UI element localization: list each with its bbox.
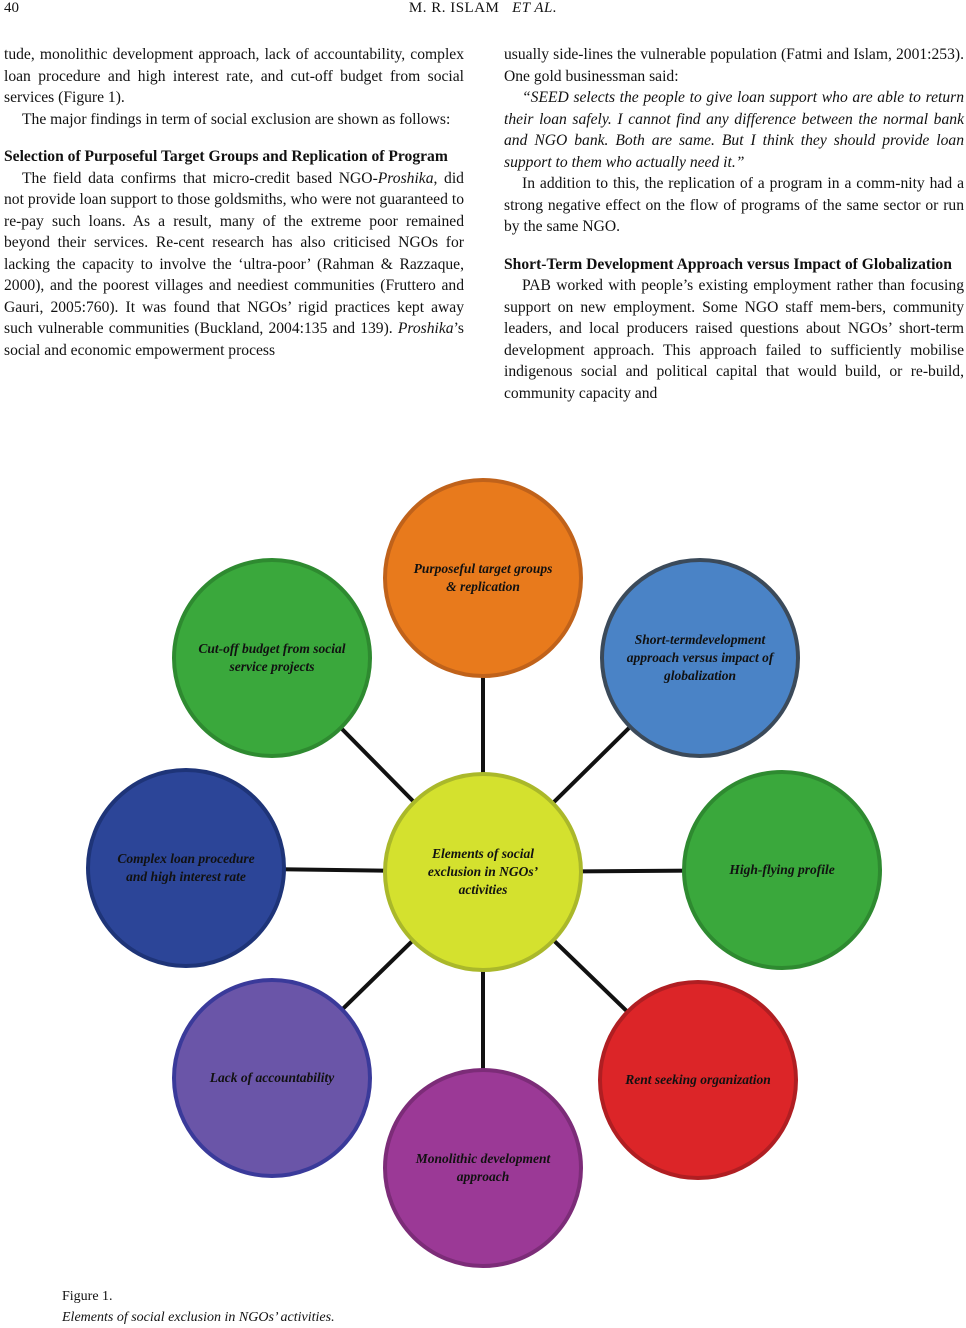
running-head-author: M. R. ISLAM — [408, 0, 500, 16]
running-head: M. R. ISLAM ET AL. — [0, 0, 966, 17]
left-paragraph-2: The major findings in term of social exc… — [22, 110, 451, 128]
running-head-etal: ET AL. — [512, 0, 558, 16]
right-paragraph-2: In addition to this, the replication of … — [504, 175, 964, 235]
section-heading-target-groups: Selection of Purposeful Target Groups an… — [4, 148, 448, 165]
node-center-label: Elements of social exclusion in NGOs’ ac… — [427, 846, 539, 897]
node-center: Elements of social exclusion in NGOs’ ac… — [383, 772, 583, 972]
figure-label: Figure 1. — [62, 1289, 113, 1304]
node-left: Complex loan procedure and high interest… — [86, 768, 286, 968]
left-column: tude, monolithic development approach, l… — [4, 44, 464, 361]
page-number: 40 — [4, 0, 19, 16]
figure-caption: Figure 1. Elements of social exclusion i… — [62, 1286, 335, 1328]
section-heading-short-term: Short-Term Development Approach versus I… — [504, 255, 952, 273]
figure-title: Elements of social exclusion in NGOs’ ac… — [62, 1310, 335, 1325]
node-top-right: Short-termdevelopment approach versus im… — [600, 558, 800, 758]
page-header: 40 M. R. ISLAM ET AL. — [0, 0, 966, 22]
node-right: High-flying profile — [682, 770, 882, 970]
node-top: Purposeful target groups & replication — [383, 478, 583, 678]
node-bottom: Monolithic development approach — [383, 1068, 583, 1268]
node-bottom-right: Rent seeking organization — [598, 980, 798, 1180]
right-paragraph-1: usually side-lines the vulnerable popula… — [504, 46, 964, 85]
right-paragraph-3: PAB worked with people’s existing employ… — [504, 277, 964, 402]
node-top-left: Cut-off budget from social service proje… — [172, 558, 372, 758]
left-paragraph-3: The field data confirms that micro-credi… — [4, 169, 464, 359]
node-bottom-left: Lack of accountability — [172, 978, 372, 1178]
right-column: usually side-lines the vulnerable popula… — [504, 44, 964, 404]
node-bottom-left-label: Lack of accountability — [209, 1070, 335, 1085]
node-top-left-label: Cut-off budget from social service proje… — [198, 641, 346, 674]
node-bottom-right-label: Rent seeking organization — [625, 1072, 771, 1087]
node-right-label: High-flying profile — [729, 862, 835, 877]
node-top-label: Purposeful target groups & replication — [413, 561, 553, 594]
node-top-right-label: Short-termdevelopment approach versus im… — [626, 632, 774, 683]
quote-gold-businessman: “SEED selects the people to give loan su… — [504, 89, 964, 171]
left-paragraph-1: tude, monolithic development approach, l… — [4, 46, 464, 106]
node-left-label: Complex loan procedure and high interest… — [117, 851, 255, 884]
node-bottom-label: Monolithic development approach — [415, 1151, 551, 1184]
